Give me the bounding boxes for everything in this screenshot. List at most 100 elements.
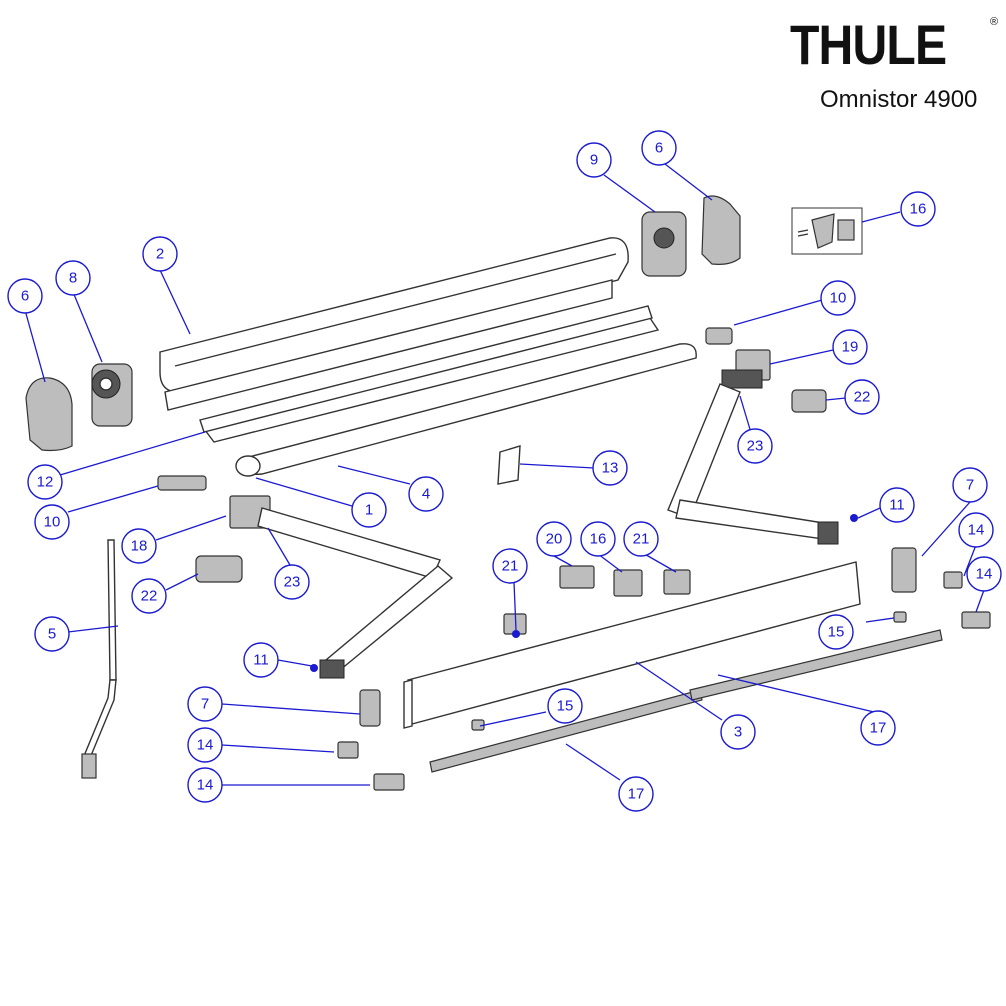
svg-text:6: 6 [21, 288, 29, 305]
callout-4: 4 [408, 476, 444, 512]
callout-9: 9 [576, 142, 612, 178]
svg-text:19: 19 [842, 339, 859, 356]
svg-text:10: 10 [44, 514, 61, 531]
part-strip [497, 445, 521, 485]
part-lower-rail [429, 629, 943, 773]
callout-14-c: 14 [187, 727, 223, 763]
svg-text:20: 20 [546, 531, 563, 548]
svg-text:17: 17 [628, 786, 645, 803]
svg-text:11: 11 [253, 652, 269, 669]
callout-16-top: 16 [900, 191, 936, 227]
part-cover-right [791, 389, 827, 413]
part-front-profile [403, 561, 861, 729]
logo-subtext: SWEDEN [930, 67, 969, 76]
callout-1: 1 [351, 492, 387, 528]
callout-5: 5 [34, 616, 70, 652]
dot-21 [512, 630, 520, 638]
part-cover-left [195, 555, 243, 583]
callout-6-left: 6 [7, 278, 43, 314]
svg-text:3: 3 [734, 724, 742, 741]
callout-22-left: 22 [131, 578, 167, 614]
dot-11-left [310, 664, 318, 672]
part-side-bracket-right [891, 547, 917, 593]
svg-text:18: 18 [131, 538, 148, 555]
part-connector-left [157, 475, 207, 491]
callout-20: 20 [536, 521, 572, 557]
model-name: Omnistor 4900 [820, 86, 978, 113]
part-small-cap-c [943, 571, 963, 589]
part-lower-profile [199, 305, 660, 443]
svg-text:14: 14 [968, 522, 985, 539]
part-small-cap-d [961, 611, 991, 629]
part-end-cap-left [25, 377, 73, 452]
svg-text:22: 22 [141, 588, 158, 605]
callout-8: 8 [55, 260, 91, 296]
thule-logo: THULE SWEDEN ® [790, 14, 1000, 84]
svg-text:7: 7 [966, 477, 974, 494]
callout-17-left: 17 [618, 776, 654, 812]
callout-7-left: 7 [187, 686, 223, 722]
callout-11-left: 11 [243, 642, 279, 678]
callout-21-left: 21 [492, 548, 528, 584]
svg-text:23: 23 [747, 438, 764, 455]
svg-text:16: 16 [590, 531, 607, 548]
svg-text:7: 7 [201, 696, 209, 713]
part-small-parts-set [791, 207, 863, 255]
part-small-cap-a [337, 741, 359, 759]
callout-23-left: 23 [274, 564, 310, 600]
part-mid-16 [613, 569, 643, 597]
svg-text:6: 6 [655, 140, 663, 157]
dot-11-right [850, 514, 858, 522]
callout-21-right: 21 [623, 521, 659, 557]
svg-text:2: 2 [156, 246, 164, 263]
callout-7-right: 7 [952, 467, 988, 503]
leader-lines [24, 163, 985, 786]
svg-text:5: 5 [48, 626, 56, 643]
callout-14-a: 14 [958, 512, 994, 548]
part-connector-right [705, 327, 733, 345]
part-mid-21 [663, 569, 691, 595]
svg-text:14: 14 [976, 566, 993, 583]
callout-19: 19 [832, 329, 868, 365]
callout-13: 13 [592, 450, 628, 486]
callout-22-right: 22 [844, 379, 880, 415]
part-fabric-roller [235, 343, 697, 477]
svg-text:15: 15 [828, 624, 845, 641]
callout-15-left: 15 [547, 688, 583, 724]
svg-text:11: 11 [889, 497, 905, 514]
svg-text:14: 14 [197, 777, 214, 794]
callout-10-left: 10 [34, 504, 70, 540]
part-arm-right [667, 383, 839, 545]
svg-text:12: 12 [37, 474, 54, 491]
svg-text:10: 10 [830, 290, 847, 307]
svg-text:8: 8 [69, 270, 77, 287]
svg-text:22: 22 [854, 389, 871, 406]
part-drive-left [91, 363, 133, 427]
callout-2: 2 [142, 236, 178, 272]
callout-6-right: 6 [641, 130, 677, 166]
callout-16-mid: 16 [580, 521, 616, 557]
part-arm-bracket-right [721, 349, 771, 389]
callout-10-top: 10 [820, 280, 856, 316]
callout-17-right: 17 [860, 710, 896, 746]
part-clip-right [893, 611, 907, 623]
svg-text:23: 23 [284, 574, 301, 591]
svg-text:1: 1 [365, 502, 373, 519]
part-small-cap-b [373, 773, 405, 791]
registered-mark: ® [990, 16, 999, 28]
callout-12: 12 [27, 464, 63, 500]
part-end-cap-right [701, 195, 741, 265]
callout-18: 18 [121, 528, 157, 564]
svg-text:17: 17 [870, 720, 887, 737]
svg-text:9: 9 [590, 152, 598, 169]
svg-text:4: 4 [422, 486, 430, 503]
logo-wordmark: THULE [790, 13, 947, 76]
svg-text:16: 16 [910, 201, 927, 218]
callout-11-right: 11 [879, 487, 915, 523]
callout-15-right: 15 [818, 614, 854, 650]
svg-text:21: 21 [502, 558, 519, 575]
svg-text:13: 13 [602, 460, 619, 477]
part-housing [159, 237, 629, 411]
svg-text:21: 21 [633, 531, 650, 548]
